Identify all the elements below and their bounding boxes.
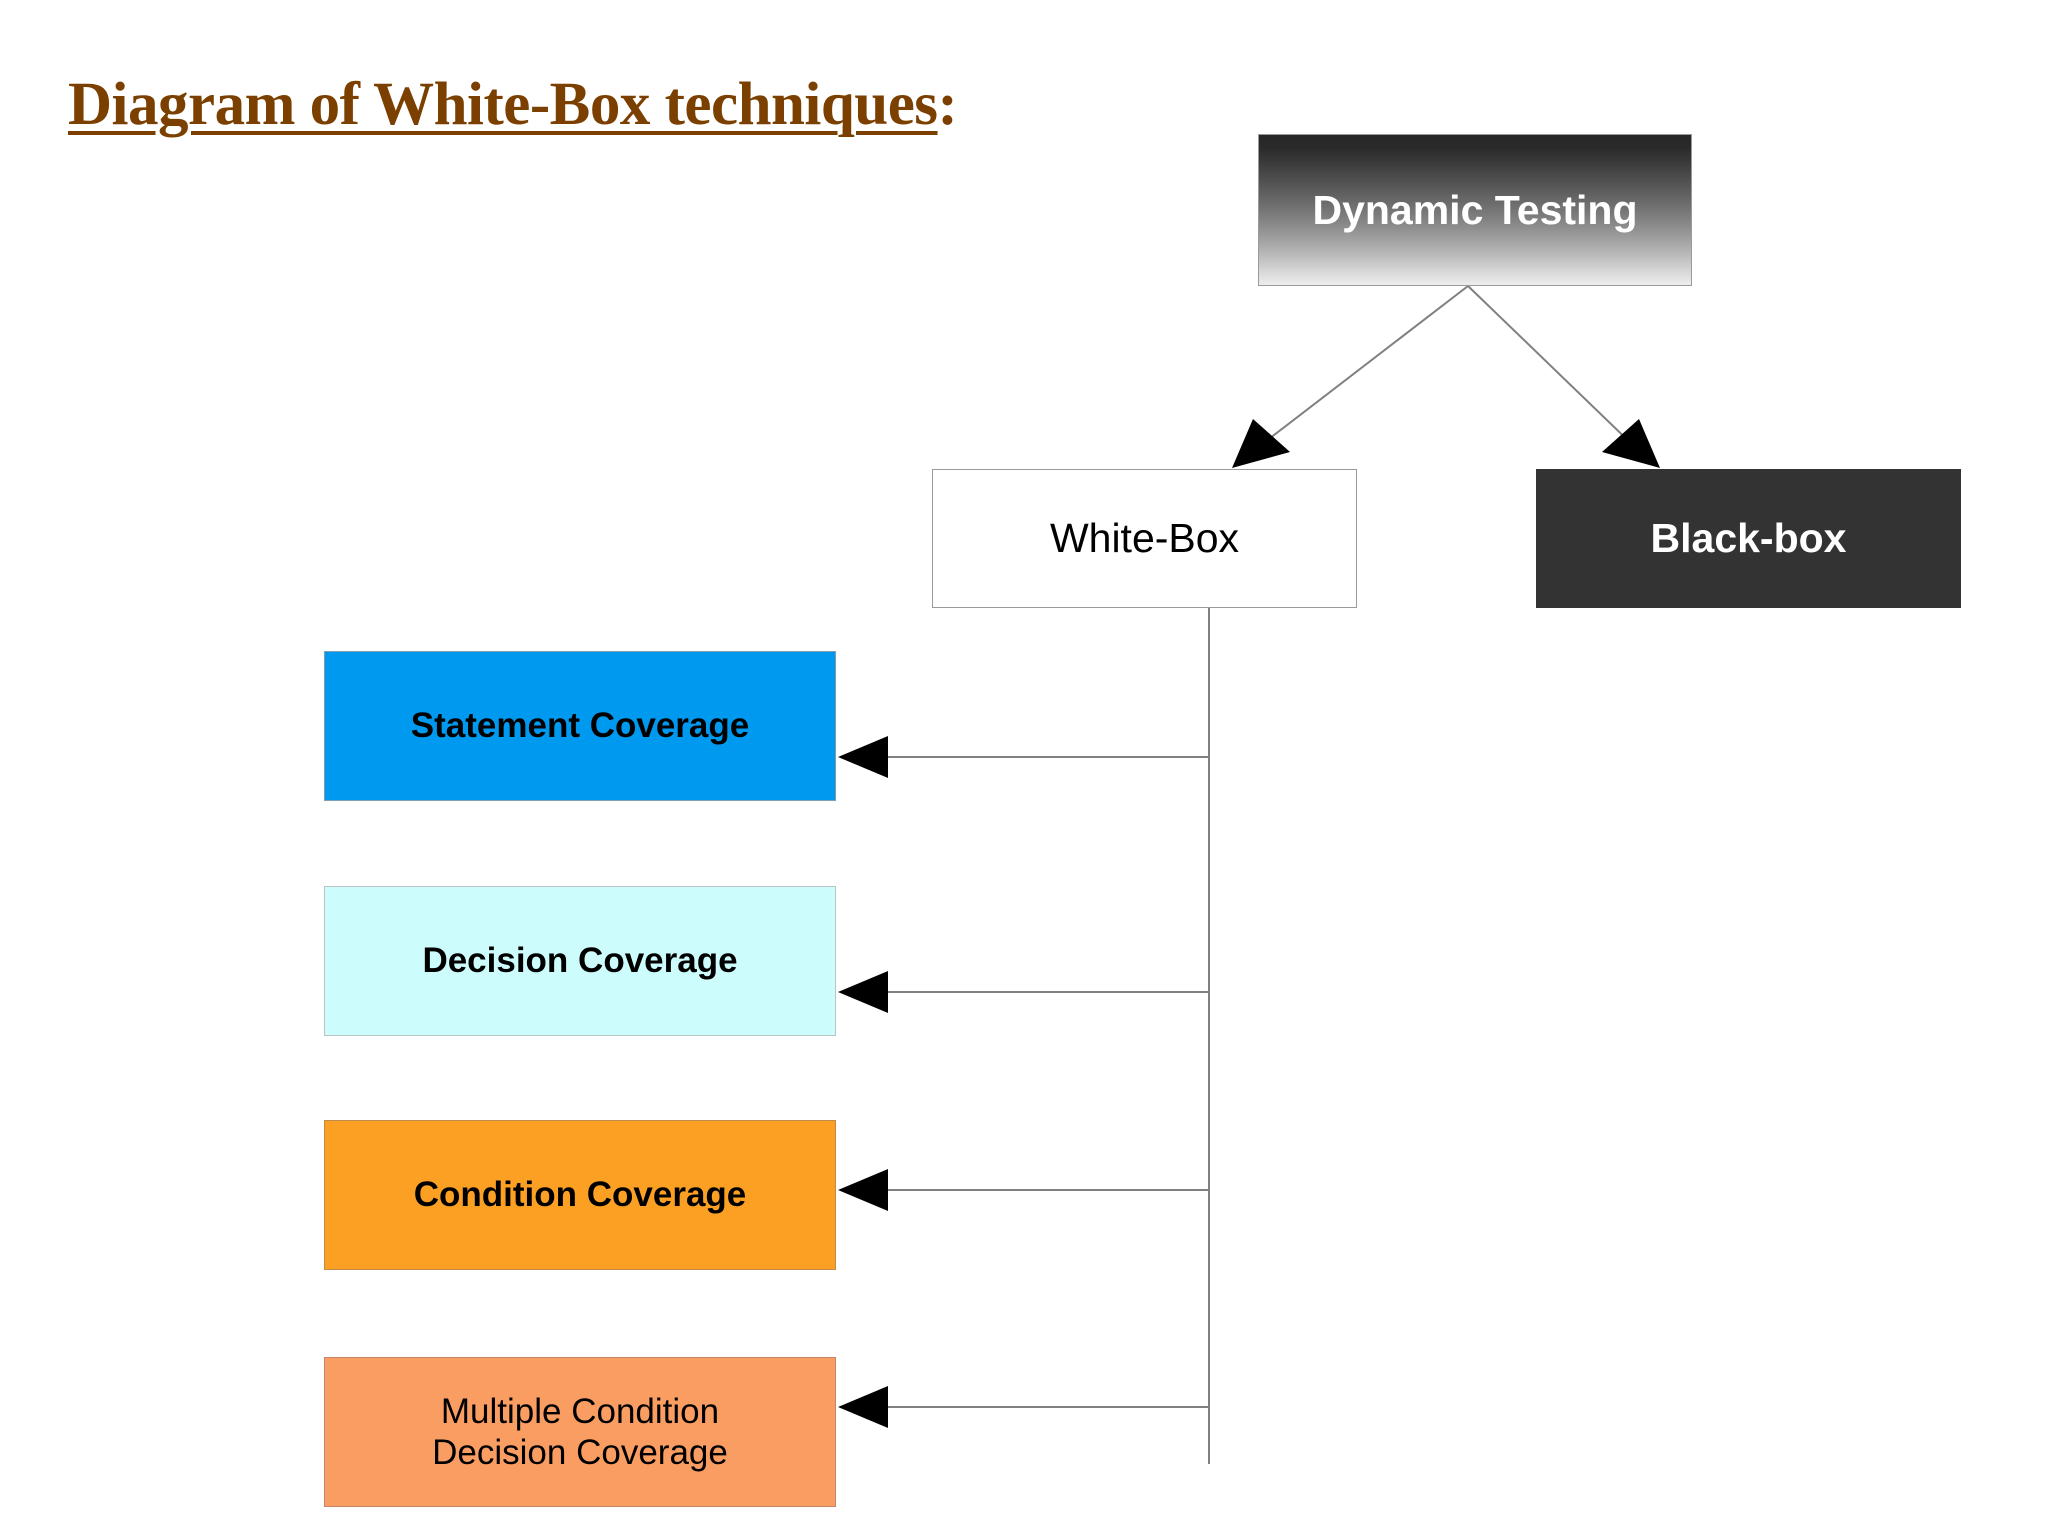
mcdc-label-line2: Decision Coverage <box>432 1433 728 1472</box>
edge-whitebox-to-statement-arrow <box>838 736 888 778</box>
edge-dynamic-to-blackbox-line <box>1467 285 1641 453</box>
node-condition-coverage[interactable]: Condition Coverage <box>324 1120 836 1270</box>
node-dynamic-testing[interactable]: Dynamic Testing <box>1258 134 1692 286</box>
node-decision-coverage-label: Decision Coverage <box>422 941 738 980</box>
node-white-box[interactable]: White-Box <box>932 469 1357 608</box>
node-decision-coverage[interactable]: Decision Coverage <box>324 886 836 1036</box>
mcdc-label-line1: Multiple Condition <box>440 1391 720 1431</box>
edge-whitebox-to-mcdc-arrow <box>838 1386 888 1428</box>
edge-whitebox-to-decision-arrow <box>838 971 888 1013</box>
node-black-box-label: Black-box <box>1650 515 1847 561</box>
edge-dynamic-to-whitebox-arrow <box>1232 419 1290 468</box>
page-title-underlined: Diagram of White-Box techniques <box>68 71 938 138</box>
page-title-colon: : <box>937 71 958 138</box>
edge-whitebox-to-condition-arrow <box>838 1169 888 1211</box>
node-white-box-label: White-Box <box>1049 515 1240 561</box>
node-dynamic-testing-label: Dynamic Testing <box>1312 186 1638 233</box>
page-title: Diagram of White-Box techniques: <box>68 71 958 138</box>
node-condition-coverage-label: Condition Coverage <box>413 1175 747 1214</box>
node-black-box[interactable]: Black-box <box>1536 469 1961 608</box>
node-statement-coverage[interactable]: Statement Coverage <box>324 651 836 801</box>
edge-dynamic-to-whitebox-line <box>1251 285 1469 453</box>
edge-dynamic-to-blackbox-arrow <box>1602 419 1660 468</box>
node-statement-coverage-label: Statement Coverage <box>410 706 750 745</box>
